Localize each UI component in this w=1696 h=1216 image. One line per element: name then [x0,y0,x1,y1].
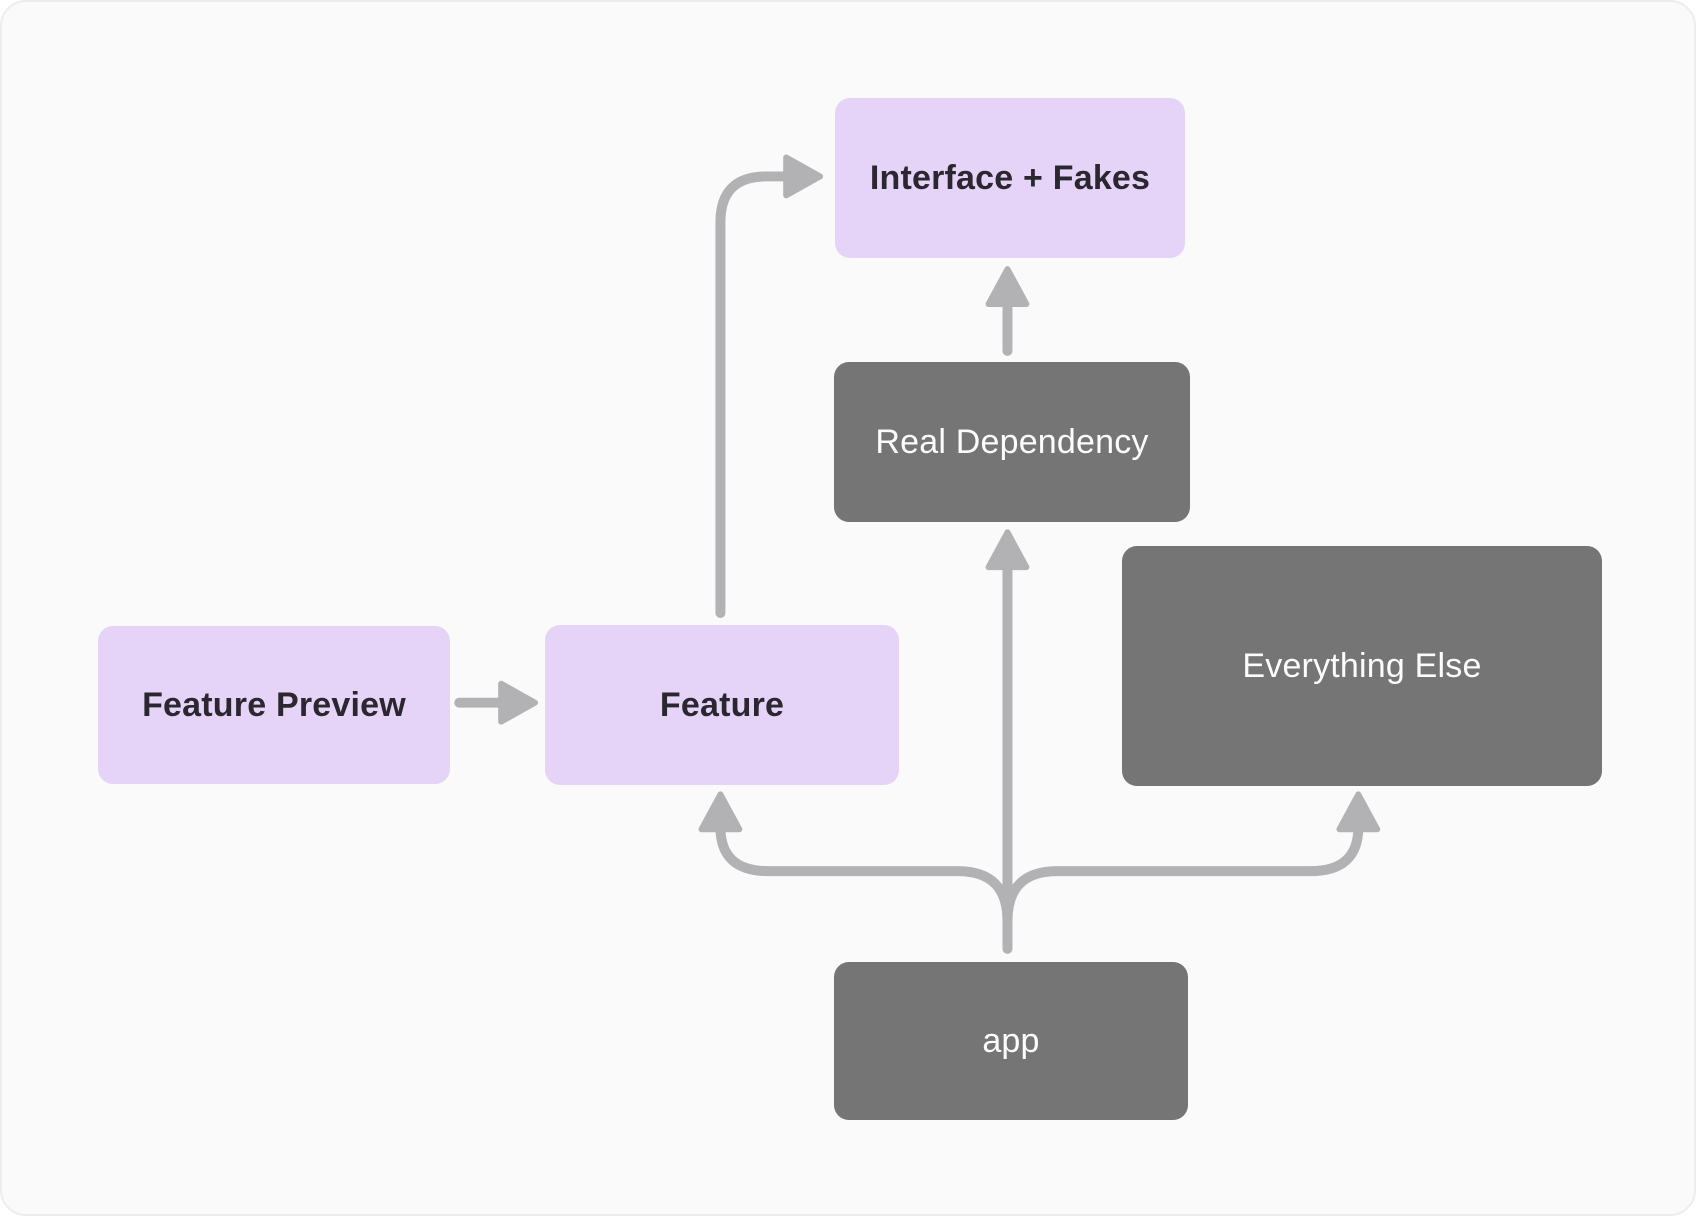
node-app-label: app [982,1021,1040,1060]
arrow-app-to-everything-else [1002,791,1381,926]
node-feature-preview: Feature Preview [98,626,450,784]
arrow-feature-preview-to-feature [454,680,539,725]
arrow-feature-to-interface-fakes [715,154,824,618]
node-everything-else: Everything Else [1122,546,1602,786]
node-real-dependency: Real Dependency [834,362,1190,522]
arrow-app-to-real-dependency [985,529,1030,954]
arrowhead-right-icon [783,154,824,199]
node-real-dependency-label: Real Dependency [875,422,1149,461]
arrowhead-right-icon [498,680,539,725]
arrow-app-to-feature [698,791,1013,926]
arrowhead-up-icon [985,529,1030,571]
node-app: app [834,962,1188,1120]
node-feature: Feature [545,625,899,785]
arrowhead-up-icon [1336,791,1381,833]
node-interface-fakes-label: Interface + Fakes [869,158,1151,197]
node-everything-else-label: Everything Else [1242,646,1482,685]
node-interface-fakes: Interface + Fakes [835,98,1185,258]
arrow-real-dependency-to-interface-fakes [985,266,1030,356]
arrowhead-up-icon [985,266,1030,307]
node-feature-label: Feature [659,685,785,724]
arrowhead-up-icon [698,791,743,833]
node-feature-preview-label: Feature Preview [142,685,406,724]
